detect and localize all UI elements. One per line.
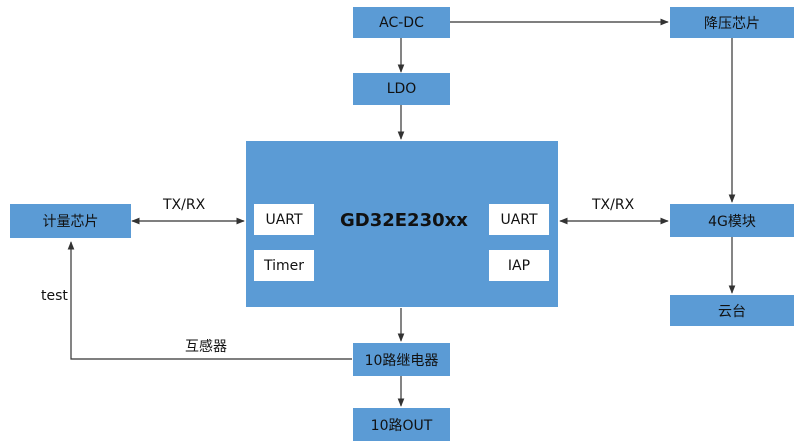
transformer-label: 互感器: [185, 339, 227, 355]
test-label: test: [41, 288, 68, 304]
metering-chip-box: 计量芯片: [10, 204, 131, 238]
module-4g-box: 4G模块: [670, 204, 794, 237]
relay-box: 10路继电器: [353, 343, 450, 376]
ac-dc-box: AC-DC: [353, 7, 450, 38]
left-link-label: TX/RX: [163, 197, 206, 213]
cloud-box: 云台: [670, 295, 794, 326]
mcu-block: GD32E230xx UART Timer UART IAP: [246, 141, 558, 307]
right-link-label: TX/RX: [592, 197, 635, 213]
arrow-relay-to-metering: [67, 241, 352, 360]
mcu-title: GD32E230xx: [340, 210, 468, 231]
mcu-port-iap: IAP: [489, 250, 549, 281]
mcu-port-right-uart: UART: [489, 204, 549, 235]
buck-chip-box: 降压芯片: [670, 7, 794, 38]
mcu-port-left-uart: UART: [254, 204, 314, 235]
ldo-box: LDO: [353, 73, 450, 105]
mcu-port-timer: Timer: [254, 250, 314, 281]
output-box: 10路OUT: [353, 408, 450, 441]
